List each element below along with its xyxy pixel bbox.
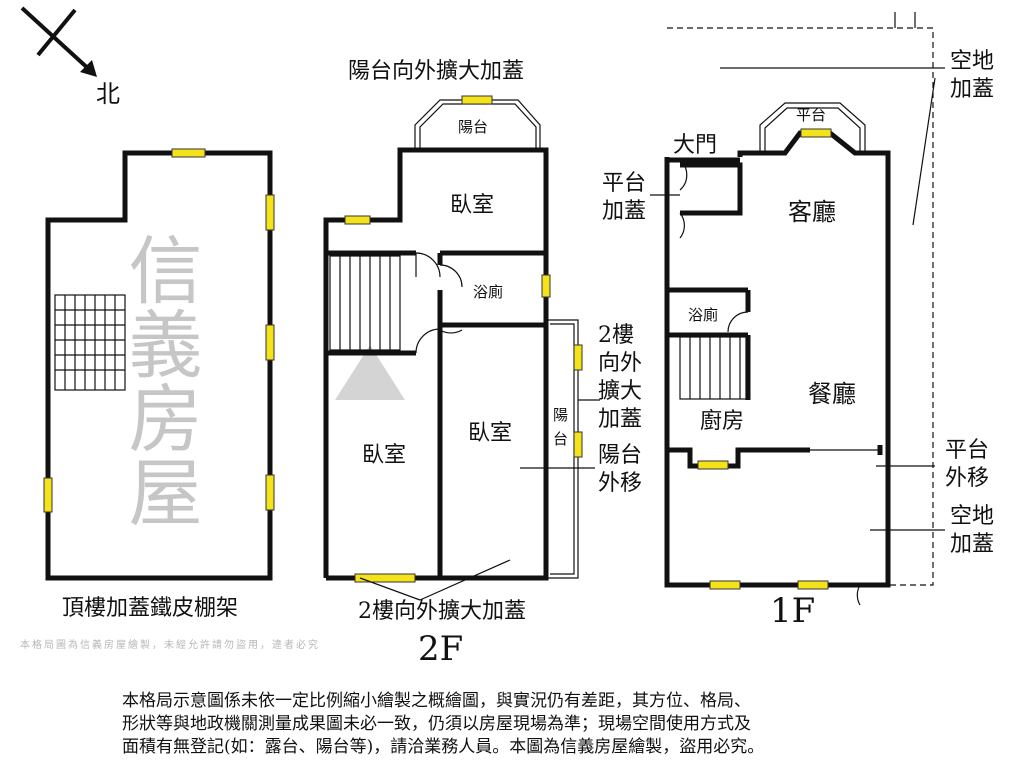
window — [709, 580, 741, 590]
label-balcony-moved: 陽台 — [598, 443, 642, 468]
doors — [359, 252, 511, 601]
floor-label-2f: 2F — [418, 629, 463, 669]
label-2f-expand: 2樓 — [598, 323, 634, 348]
label-main-gate: 大門 — [673, 133, 717, 158]
label-vacant-addition-bottom: 加蓋 — [950, 532, 994, 557]
label-2f-bottom-expand: 2樓向外擴大加蓋 — [358, 599, 526, 624]
window — [265, 194, 275, 231]
floor-label-1f: 1F — [770, 591, 815, 631]
window — [43, 477, 53, 513]
window — [797, 580, 829, 590]
label-dining-room: 餐廳 — [808, 380, 856, 408]
window — [573, 431, 583, 458]
label-balcony-side: 陽 — [553, 406, 568, 424]
window — [344, 215, 371, 225]
watermark-text: 本格局圖為信義房屋繪製，未經允許請勿盜用，違者必究 — [20, 638, 320, 651]
label-bedroom: 臥室 — [468, 421, 512, 446]
roof-plan: 頂樓加蓋鐵皮棚架 — [43, 148, 275, 621]
label-balcony-moved: 外移 — [598, 471, 642, 496]
floor-1-stairs — [679, 336, 747, 400]
label-bathroom: 浴廁 — [688, 306, 718, 324]
window — [800, 128, 832, 138]
floor-2-plan: 陽台向外擴大加蓋 陽台 臥室 浴廁 臥室 臥室 陽 台 2樓 向外 擴大 加蓋 … — [323, 59, 642, 669]
label-bedroom: 臥室 — [362, 443, 406, 468]
window — [171, 148, 206, 158]
label-2f-expand: 向外 — [598, 351, 642, 376]
north-label: 北 — [96, 80, 120, 108]
north-arrow: 北 — [20, 6, 120, 108]
window — [573, 344, 583, 371]
label-2f-expand: 擴大 — [598, 379, 642, 404]
watermark-logo-icon — [335, 345, 405, 400]
window — [265, 324, 275, 361]
label-balcony: 陽台 — [458, 118, 488, 136]
label-platform-moved: 外移 — [945, 466, 989, 491]
roof-caption: 頂樓加蓋鐵皮棚架 — [62, 596, 238, 621]
label-balcony-side: 台 — [553, 430, 568, 448]
label-vacant-addition-bottom: 空地 — [950, 504, 994, 529]
doors — [679, 159, 861, 606]
window — [265, 474, 275, 511]
floor-1-plan: 平台 大門 平台 加蓋 客廳 浴廁 餐廳 廚房 空地 加蓋 平台 外移 空地 加… — [602, 12, 994, 631]
window — [541, 274, 551, 298]
watermark: 信義房屋 本格局圖為信義房屋繪製，未經允許請勿盜用，違者必究 — [20, 232, 405, 651]
label-vacant-addition: 加蓋 — [950, 77, 994, 102]
disclaimer-line: 本格局示意圖係未依一定比例縮小繪製之概繪圖，與實況仍有差距，其方位、格局、 — [122, 691, 751, 711]
label-vacant-addition: 空地 — [950, 49, 994, 74]
label-bedroom: 臥室 — [450, 193, 494, 218]
window — [461, 95, 493, 105]
disclaimer-line: 形狀等與地政機關測量成果圖未必一致，仍須以房屋現場為準；現場空間使用方式及 — [122, 714, 751, 734]
disclaimer: 本格局示意圖係未依一定比例縮小繪製之概繪圖，與實況仍有差距，其方位、格局、 形狀… — [122, 690, 862, 759]
label-platform-addition: 加蓋 — [602, 199, 646, 224]
roof-stairs — [54, 294, 126, 391]
window — [354, 573, 416, 583]
floor-2-stairs — [329, 255, 401, 351]
disclaimer-line: 面積有無登記(如：露台、陽台等)，請洽業務人員。本圖為信義房屋繪製，盜用必究。 — [122, 737, 765, 757]
label-living-room: 客廳 — [788, 198, 836, 226]
label-platform: 平台 — [796, 106, 826, 124]
watermark-brand: 信義房屋 — [116, 232, 202, 528]
label-2f-expand: 加蓋 — [598, 407, 642, 432]
label-platform-addition: 平台 — [602, 171, 646, 196]
label-platform-moved: 平台 — [945, 438, 989, 463]
label-balcony-expand: 陽台向外擴大加蓋 — [348, 59, 524, 84]
label-kitchen: 廚房 — [700, 409, 744, 434]
window — [697, 460, 729, 470]
label-bathroom: 浴廁 — [473, 283, 503, 301]
